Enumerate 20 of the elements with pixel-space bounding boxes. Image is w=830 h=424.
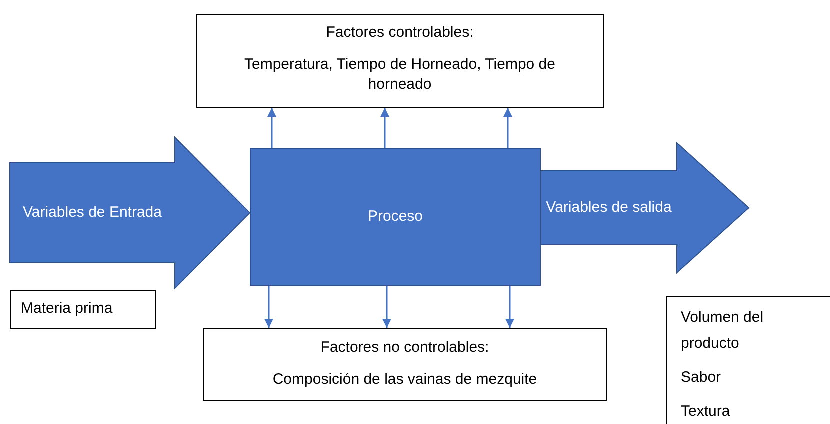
arrow <box>264 286 274 328</box>
arrow <box>504 108 512 148</box>
box-text: Proceso <box>368 207 424 227</box>
arrow <box>268 108 276 148</box>
box-text: Composición de las vainas de mezquite <box>272 370 538 390</box>
arrow <box>382 286 392 328</box>
box-heading: Factores controlables: <box>325 23 475 43</box>
box-text: Sabor <box>681 368 722 388</box>
box-text: Volumen del producto <box>681 308 765 354</box>
box-text: Materia prima <box>21 299 114 319</box>
box-text: Temperatura, Tiempo de Horneado, Tiempo de horneado <box>243 55 556 95</box>
box-heading: Factores no controlables: <box>320 338 490 358</box>
text-box <box>10 290 156 329</box>
arrow <box>506 286 514 328</box>
process-box <box>250 148 541 286</box>
text-box <box>203 328 607 401</box>
text-box <box>196 14 604 108</box>
arrow <box>380 108 390 148</box>
box-text: Textura <box>681 402 732 422</box>
output-list-box <box>666 296 830 424</box>
